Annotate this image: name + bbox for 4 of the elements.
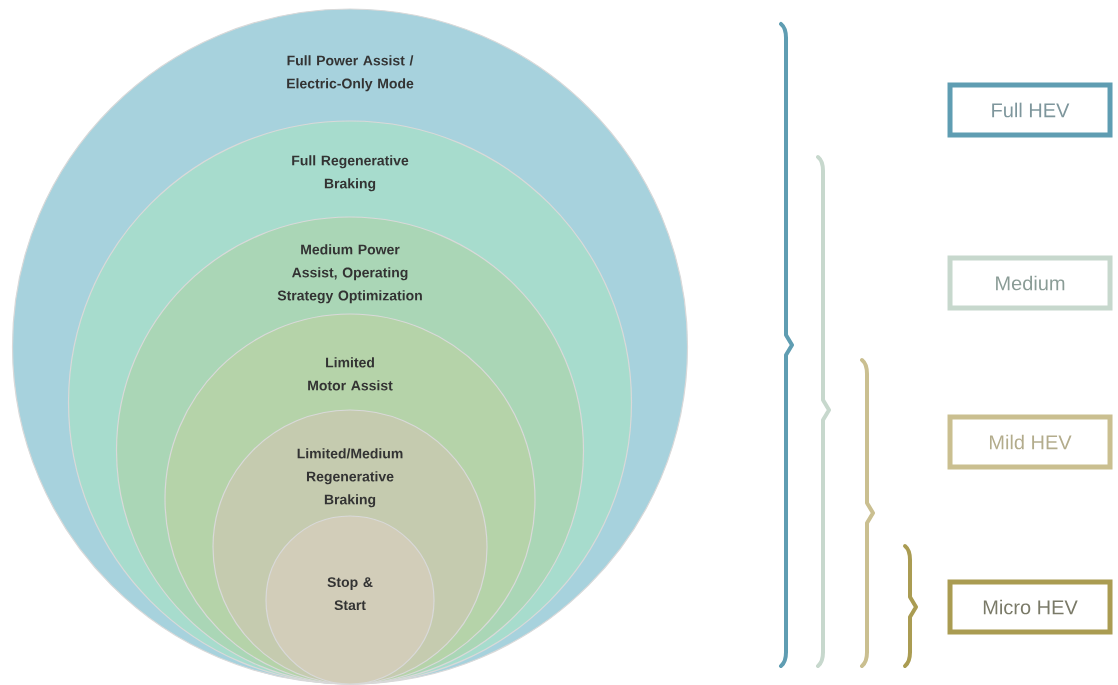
label-box: Mild HEV [947, 414, 1113, 470]
label-box: Micro HEV [947, 579, 1113, 635]
label-box: Full HEV [947, 82, 1113, 138]
label-box: Medium [947, 255, 1113, 311]
